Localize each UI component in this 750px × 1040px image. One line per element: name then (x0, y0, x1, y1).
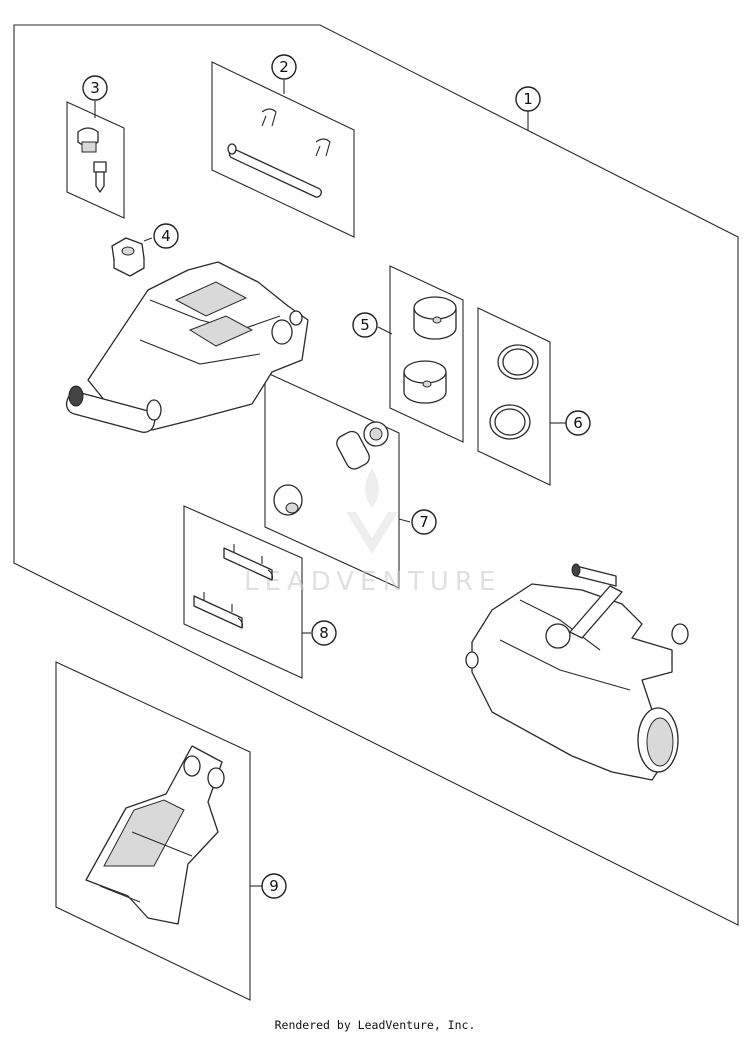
callout-2: 2 (271, 54, 297, 80)
svg-text:8: 8 (319, 624, 329, 642)
leader-lines (94, 80, 566, 887)
svg-text:2: 2 (279, 58, 289, 76)
caliper-body (65, 261, 309, 433)
kit-frame-5 (389, 265, 464, 443)
caliper-bracket (465, 563, 689, 781)
part-6-seals (489, 344, 539, 440)
callout-6: 6 (565, 410, 591, 436)
svg-text:7: 7 (419, 513, 429, 531)
kit-frame-7 (264, 371, 400, 589)
watermark-logo (346, 468, 398, 554)
callout-1: 1 (515, 86, 541, 112)
callout-7: 7 (411, 509, 437, 535)
part-3-bleed-valve (77, 127, 107, 193)
svg-text:1: 1 (523, 90, 533, 108)
part-7-slide-pins (273, 421, 389, 516)
kit-frame-8 (183, 505, 303, 679)
callout-3: 3 (82, 75, 108, 101)
svg-text:4: 4 (161, 227, 171, 245)
svg-text:5: 5 (360, 316, 370, 334)
part-2-pin-kit (227, 108, 331, 198)
footer-credit: Rendered by LeadVenture, Inc. (274, 1018, 476, 1032)
assembly-frame (13, 24, 739, 926)
svg-text:6: 6 (573, 414, 583, 432)
svg-text:3: 3 (90, 79, 100, 97)
kit-frame-9 (55, 661, 251, 1001)
part-8-pad-springs (193, 544, 274, 629)
part-5-pistons (403, 296, 457, 404)
kit-frame-6 (477, 307, 551, 486)
callout-8: 8 (311, 620, 337, 646)
callout-4: 4 (153, 223, 179, 249)
svg-text:9: 9 (269, 877, 279, 895)
part-9-brake-pads (85, 745, 225, 925)
watermark-text: LEADVENTURE (244, 567, 501, 597)
callout-5: 5 (352, 312, 378, 338)
kit-frame-3 (66, 101, 125, 219)
part-4-nut (111, 237, 145, 277)
callout-9: 9 (261, 873, 287, 899)
kit-frame-2 (211, 61, 355, 238)
